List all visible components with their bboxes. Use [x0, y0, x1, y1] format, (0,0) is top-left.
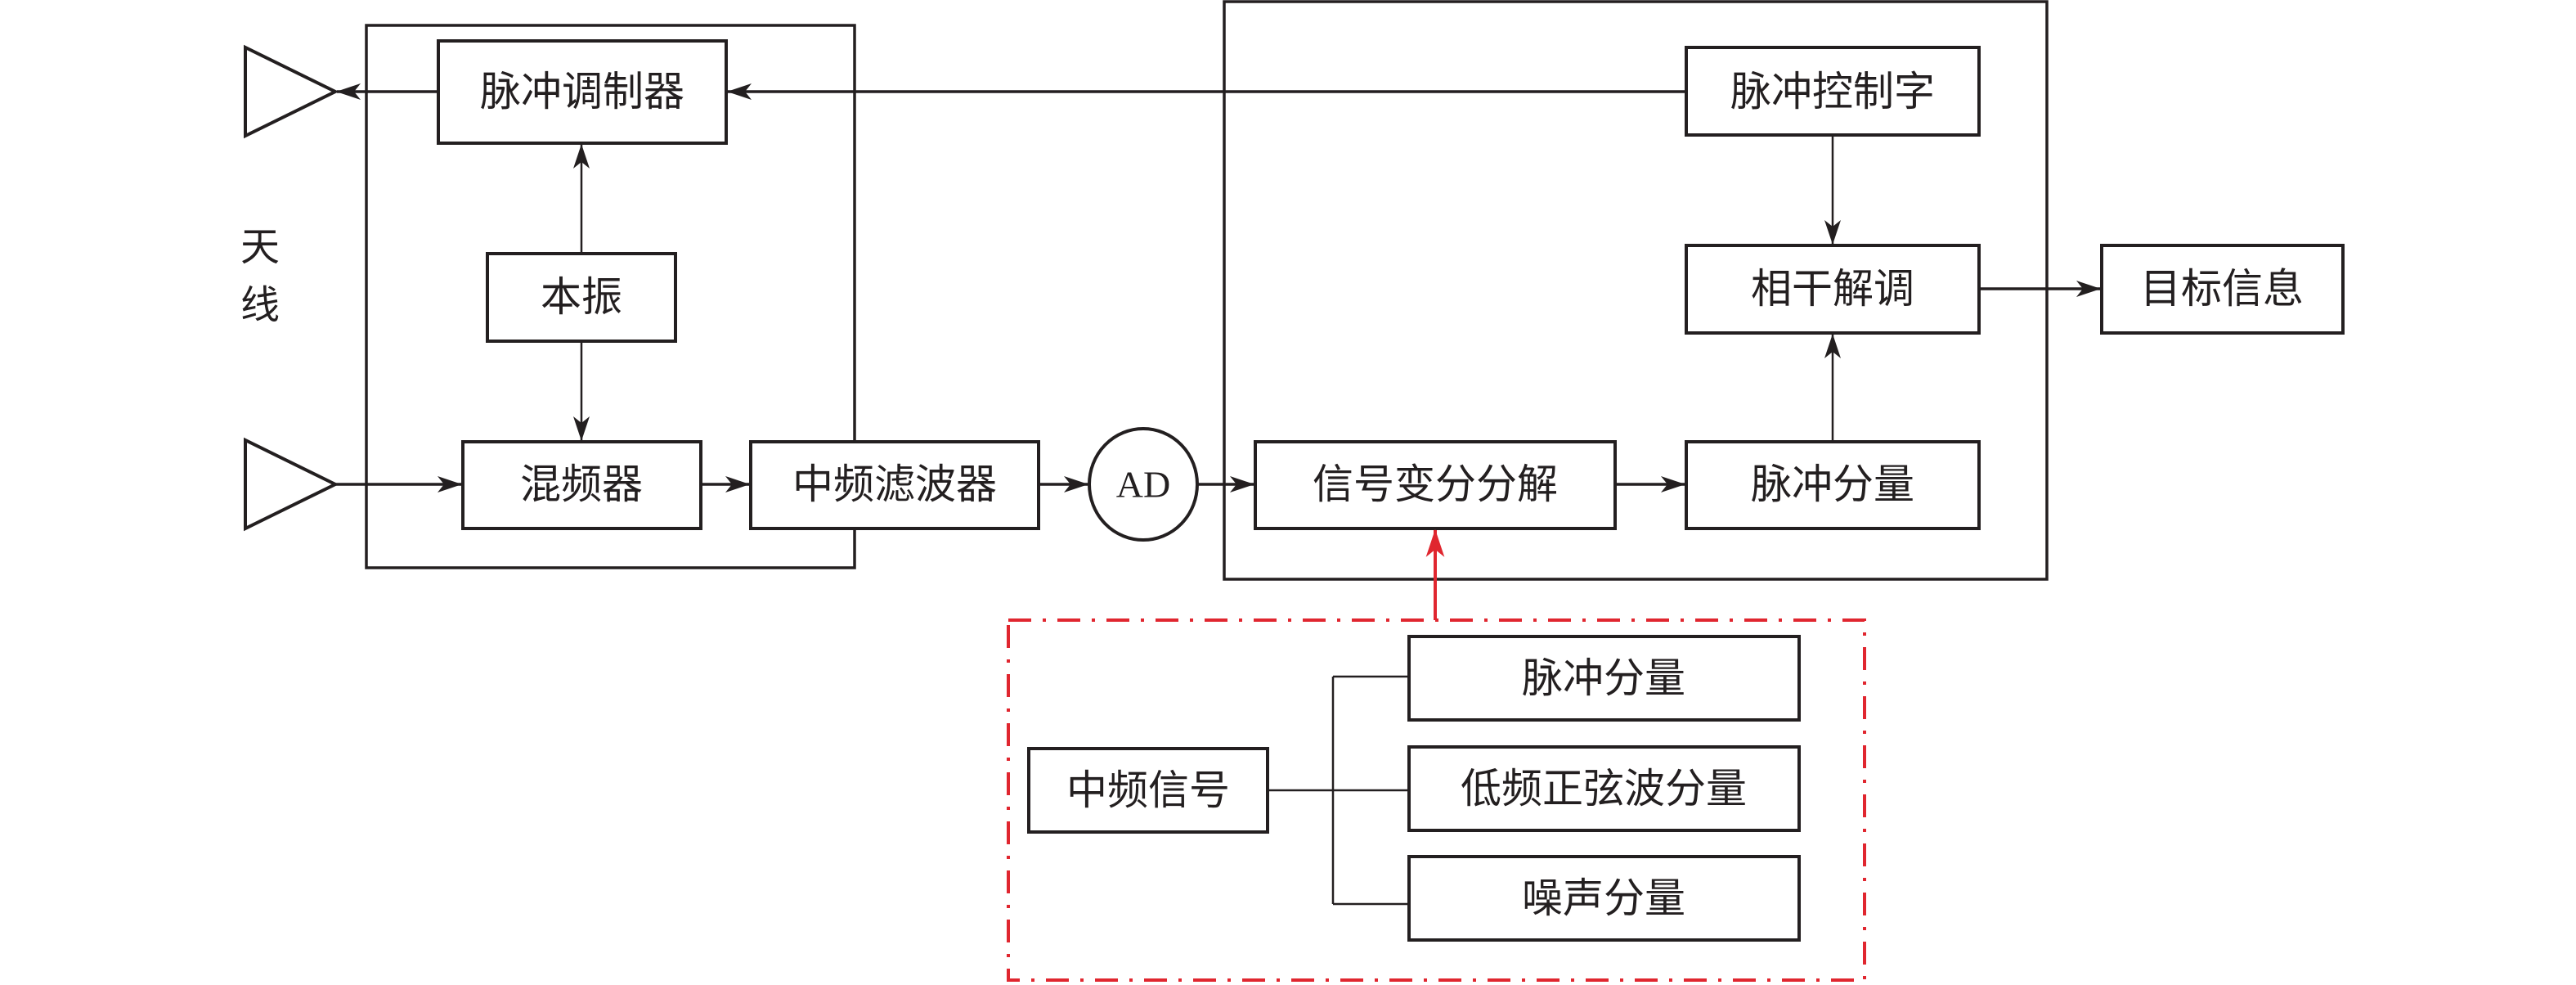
ad-label: AD — [1116, 464, 1170, 506]
target-info-label: 目标信息 — [2140, 265, 2304, 313]
pulse-component-label: 脉冲分量 — [1751, 461, 1914, 508]
local-oscillator-block: 本振 — [486, 252, 677, 343]
signal-vmd-label: 信号变分分解 — [1313, 461, 1558, 508]
antenna-label-1: 天 — [240, 224, 280, 270]
if-filter-block: 中频滤波器 — [749, 440, 1040, 530]
detail-pulse-component-block: 脉冲分量 — [1407, 635, 1801, 722]
noise-component-block: 噪声分量 — [1407, 855, 1801, 942]
transmit-antenna-icon — [244, 44, 339, 139]
if-signal-block: 中频信号 — [1027, 747, 1269, 834]
antenna-label-2: 线 — [240, 282, 280, 328]
signal-vmd-block: 信号变分分解 — [1254, 440, 1617, 530]
ad-converter-node: AD — [1088, 427, 1199, 542]
noise-component-label: 噪声分量 — [1522, 875, 1685, 922]
rf-frontend-frame — [365, 24, 856, 569]
mixer-label: 混频器 — [520, 461, 643, 508]
pulse-modulator-block: 脉冲调制器 — [437, 39, 728, 145]
pulse-control-word-label: 脉冲控制字 — [1730, 68, 1935, 115]
local-oscillator-label: 本振 — [541, 273, 622, 321]
if-filter-label: 中频滤波器 — [792, 461, 997, 508]
signal-processing-frame — [1223, 0, 2049, 581]
receive-antenna-icon — [244, 437, 339, 532]
pulse-component-block: 脉冲分量 — [1685, 440, 1981, 530]
detail-pulse-component-label: 脉冲分量 — [1522, 654, 1685, 702]
target-info-block: 目标信息 — [2100, 244, 2345, 335]
low-freq-sine-component-block: 低频正弦波分量 — [1407, 745, 1801, 832]
mixer-block: 混频器 — [461, 440, 702, 530]
if-signal-label: 中频信号 — [1066, 767, 1230, 814]
pulse-control-word-block: 脉冲控制字 — [1685, 46, 1981, 137]
low-freq-sine-component-label: 低频正弦波分量 — [1461, 765, 1747, 812]
coherent-demod-block: 相干解调 — [1685, 244, 1981, 335]
coherent-demod-label: 相干解调 — [1751, 265, 1914, 313]
pulse-modulator-label: 脉冲调制器 — [480, 68, 684, 115]
